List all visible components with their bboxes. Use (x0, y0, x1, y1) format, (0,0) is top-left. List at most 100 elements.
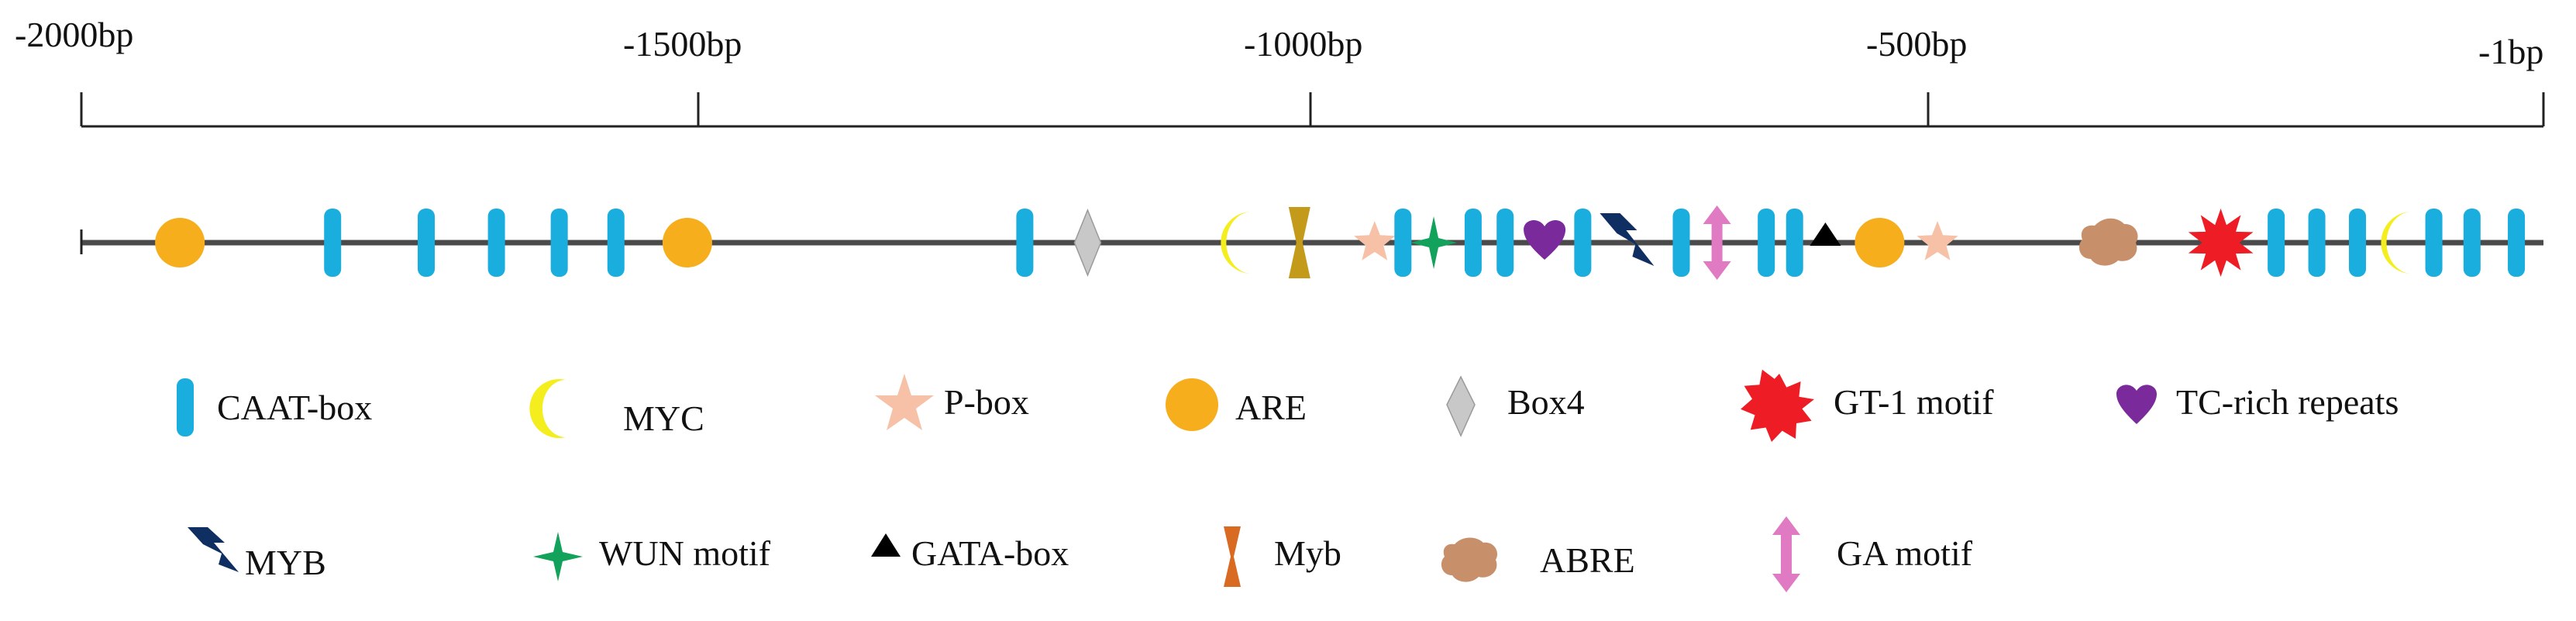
bar-icon (1464, 209, 1482, 277)
motif-layer (155, 205, 2526, 280)
legend-label: ARE (1235, 388, 1307, 427)
ruler: -2000bp -1500bp -1000bp -500bp -1bp (15, 15, 2545, 128)
promoter-sequence (80, 205, 2543, 280)
legend-label: ABRE (1540, 540, 1635, 580)
diamond-icon (1446, 375, 1476, 437)
ruler-label: -2000bp (15, 15, 133, 54)
diamond-icon (1073, 209, 1102, 277)
circle-icon (1855, 218, 1905, 267)
sparkle-icon (1410, 216, 1458, 269)
sparkle-icon (533, 532, 583, 581)
bar-icon (2308, 209, 2326, 277)
motif-are (1855, 218, 1905, 267)
motif-caat-box (2463, 209, 2481, 277)
motif-caat-box (2268, 209, 2285, 277)
legend-item-box4: Box4 (1446, 375, 1585, 437)
motif-myc (1221, 211, 1252, 274)
burst-icon (2188, 209, 2254, 277)
bar-icon (1394, 209, 1412, 277)
motif-caat-box (1464, 209, 1482, 277)
motif-caat-box (2349, 209, 2367, 277)
motif-caat-box (1394, 209, 1412, 277)
motif-box4 (1073, 209, 1102, 277)
motif-myb (1288, 207, 1310, 278)
motif-caat-box (1758, 209, 1775, 277)
ruler-label: -500bp (1866, 24, 1967, 64)
motif-gt-1-motif (2188, 209, 2254, 277)
motif-caat-box (2508, 209, 2526, 277)
star-icon (875, 374, 934, 430)
motif-abre (2078, 218, 2138, 266)
legend-item-tc-rich-repeats: TC-rich repeats (2116, 382, 2399, 424)
lightning-icon (188, 527, 239, 572)
motif-p-box (1354, 221, 1396, 260)
legend-item-caat-box: CAAT-box (177, 378, 372, 436)
bar-icon (2349, 209, 2367, 277)
circle-icon (1166, 378, 1218, 431)
blob-icon (1441, 537, 1498, 582)
legend-label: Box4 (1507, 382, 1585, 422)
motif-caat-box (487, 209, 505, 277)
triangle-icon (871, 533, 901, 557)
legend-item-gt-1-motif: GT-1 motif (1741, 369, 1994, 442)
motif-p-box (1917, 221, 1958, 260)
motif-caat-box (418, 209, 436, 277)
legend-item-gata-box: GATA-box (871, 533, 1069, 573)
motif-ga-motif (1703, 205, 1731, 280)
motif-gata-box (1810, 223, 1841, 246)
bar-icon (1574, 209, 1592, 277)
triangle-icon (1810, 223, 1841, 246)
legend-item-ga-motif: GA motif (1772, 516, 1973, 592)
legend-item-myc: MYC (529, 379, 704, 438)
ruler-label: -1500bp (623, 24, 742, 64)
circle-icon (662, 218, 712, 267)
legend-label: Myb (1274, 533, 1341, 573)
legend-label: TC-rich repeats (2176, 382, 2399, 422)
motif-myc (2381, 211, 2412, 274)
bar-icon (418, 209, 436, 277)
legend-row-1: CAAT-box MYC P-box ARE Box4 GT-1 motif T… (177, 369, 2399, 442)
legend-item-wun-motif: WUN motif (533, 532, 771, 581)
bar-icon (607, 209, 625, 277)
bar-icon (550, 209, 568, 277)
heart-icon (1524, 220, 1566, 260)
legend-label: CAAT-box (217, 388, 372, 427)
blob-icon (2078, 218, 2138, 266)
legend-label: GA motif (1837, 533, 1973, 573)
legend-label: MYC (623, 398, 704, 438)
motif-caat-box (1786, 209, 1803, 277)
motif-caat-box (324, 209, 342, 277)
legend-item-myb-upper: MYB (188, 527, 326, 582)
bar-icon (2508, 209, 2526, 277)
motif-caat-box (607, 209, 625, 277)
bar-icon (177, 378, 194, 436)
bar-icon (1016, 209, 1034, 277)
bar-icon (2268, 209, 2285, 277)
motif-are (662, 218, 712, 267)
bar-icon (2425, 209, 2443, 277)
legend-item-abre: ABRE (1441, 537, 1635, 582)
motif-are (155, 218, 205, 267)
motif-wun-motif (1410, 216, 1458, 269)
lightning-icon (1600, 213, 1655, 266)
motif-tc-rich-repeats (1524, 220, 1566, 260)
star-icon (1354, 221, 1396, 260)
legend-label: WUN motif (599, 533, 771, 573)
circle-icon (155, 218, 205, 267)
legend-item-myb-lower: Myb (1224, 526, 1341, 587)
heart-icon (2116, 385, 2157, 424)
motif-caat-box (1574, 209, 1592, 277)
legend-row-2: MYB WUN motif GATA-box Myb ABRE GA motif (188, 516, 1973, 592)
crescent-icon (529, 379, 566, 438)
legend-label: GATA-box (911, 533, 1069, 573)
motif-caat-box (1016, 209, 1034, 277)
bar-icon (1672, 209, 1690, 277)
bar-icon (1758, 209, 1775, 277)
crescent-icon (2381, 211, 2412, 274)
bar-icon (2463, 209, 2481, 277)
motif-caat-box (1672, 209, 1690, 277)
bar-icon (487, 209, 505, 277)
ruler-label: -1000bp (1244, 24, 1362, 64)
motif-caat-box (2425, 209, 2443, 277)
double-arrow-icon (1772, 516, 1800, 592)
